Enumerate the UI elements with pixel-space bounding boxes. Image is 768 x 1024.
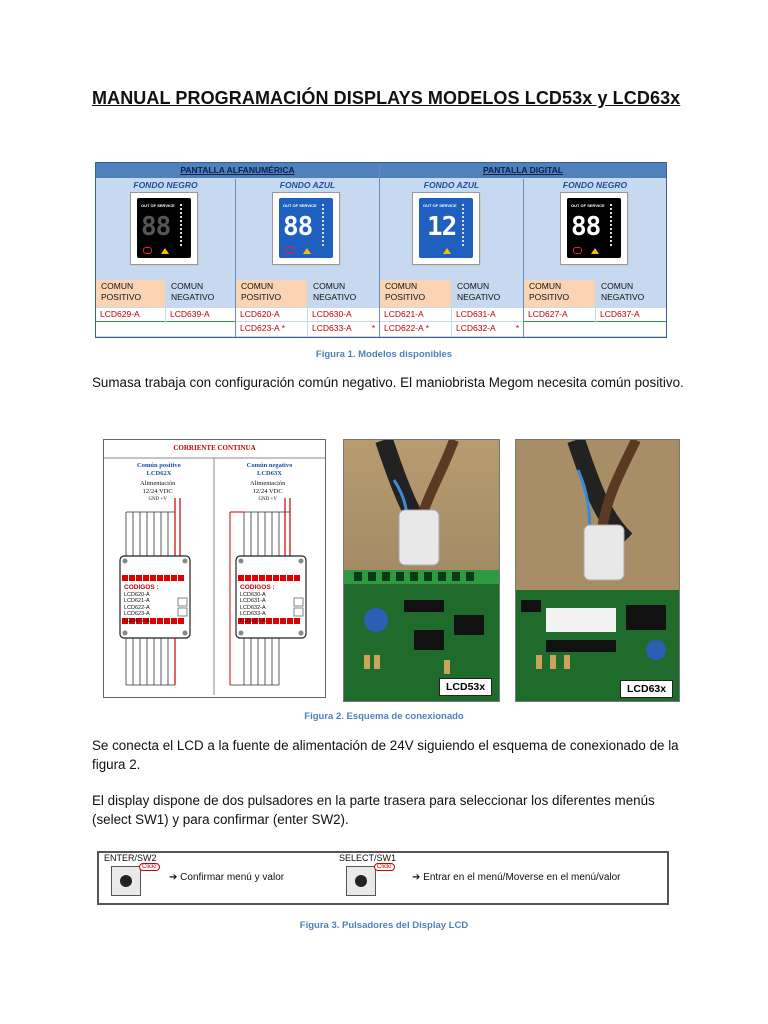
table-cell: LCD621-A — [380, 308, 451, 321]
models-table: PANTALLA ALFANUMÉRICA PANTALLA DIGITAL F… — [95, 162, 667, 338]
screen-text: OUT OF SERVICE — [283, 203, 317, 208]
display-image: OUT OF SERVICE 88 — [130, 192, 198, 265]
screen-text: OUT OF SERVICE — [141, 203, 175, 208]
table-cell: LCD633-A * — [308, 322, 379, 336]
bg-label: FONDO NEGRO — [562, 180, 628, 190]
display-digits: 12 — [427, 212, 457, 242]
paragraph: Se conecta el LCD a la fuente de aliment… — [92, 738, 679, 772]
display-image: OUT OF SERVICE 88 — [272, 192, 340, 265]
click-bubble: Click! — [374, 863, 395, 871]
table-cell: LCD637-A — [596, 308, 666, 322]
click-bubble: Click! — [139, 863, 160, 871]
paragraph: El display dispone de dos pulsadores en … — [92, 793, 655, 827]
table-cell-empty — [96, 322, 235, 336]
bg-label: FONDO AZUL — [423, 180, 480, 190]
figure2-caption: Figura 2. Esquema de conexionado — [304, 711, 464, 722]
bg-label: FONDO AZUL — [279, 180, 336, 190]
bg-label: FONDO NEGRO — [133, 180, 198, 190]
photo-label: LCD63x — [620, 680, 674, 698]
figure3-caption: Figura 3. Pulsadores del Display LCD — [299, 920, 469, 931]
enter-button-icon — [111, 866, 141, 896]
display-digits: 88 — [571, 212, 601, 242]
table-cell: LCD620-A — [236, 308, 307, 321]
table-cell: LCD622-A * — [380, 322, 451, 336]
document-title: MANUAL PROGRAMACIÓN DISPLAYS MODELOS LCD… — [92, 88, 681, 108]
table-cell: LCD632-A * — [452, 322, 523, 336]
display-digits: 88 — [141, 212, 171, 242]
select-button-label: SELECT/SW1 — [339, 853, 397, 863]
screen-text: OUT OF SERVICE — [571, 203, 605, 208]
table-cell: LCD623-A * — [236, 322, 307, 336]
enter-button-label: ENTER/SW2 — [104, 853, 157, 863]
select-button-description: ➔ Entrar en el menú/Moverse en el menú/v… — [412, 872, 621, 883]
select-button-icon — [346, 866, 376, 896]
enter-button-description: ➔ Confirmar menú y valor — [169, 872, 285, 883]
display-image: OUT OF SERVICE 12 — [412, 192, 480, 265]
figure1-caption: Figura 1. Modelos disponibles — [315, 349, 453, 360]
photo-label: LCD53x — [439, 678, 493, 696]
header-alphanumeric: PANTALLA ALFANUMÉRICA — [96, 163, 379, 178]
table-cell: LCD630-A — [308, 308, 379, 321]
screen-text: OUT OF SERVICE — [423, 203, 457, 208]
photo-lcd63x: LCD63x — [515, 439, 680, 702]
table-cell: LCD631-A — [452, 308, 523, 321]
header-digital: PANTALLA DIGITAL — [380, 163, 666, 178]
buttons-figure: ENTER/SW2 Click! ➔ Confirmar menú y valo… — [97, 851, 669, 905]
table-cell-empty — [524, 322, 666, 336]
schematic-title: CORRIENTE CONTINUA — [173, 444, 256, 452]
table-cell: LCD639-A — [166, 308, 235, 322]
paragraph: Sumasa trabaja con configuración común n… — [92, 375, 684, 390]
table-cell: LCD629-A — [96, 308, 165, 322]
photo-lcd53x: LCD53x — [343, 439, 500, 702]
table-cell: LCD627-A — [524, 308, 595, 322]
display-image: OUT OF SERVICE 88 — [560, 192, 628, 265]
display-digits: 88 — [283, 212, 313, 242]
